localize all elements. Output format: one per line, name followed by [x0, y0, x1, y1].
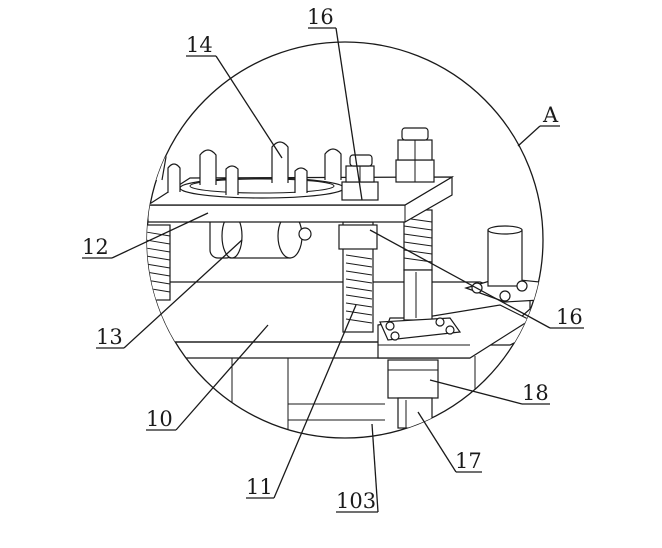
- top-nut-stack: [341, 154, 379, 201]
- label-13: 13: [96, 325, 123, 349]
- label-12: 12: [82, 235, 109, 259]
- label-18: 18: [522, 381, 549, 405]
- label-11: 11: [246, 475, 273, 499]
- label-16-right: 16: [556, 305, 583, 329]
- label-103: 103: [336, 489, 376, 513]
- center-threaded-rod: [338, 221, 378, 333]
- label-A: A: [542, 103, 559, 127]
- right-threaded-rod: [379, 209, 462, 341]
- claw-ring: [149, 141, 345, 199]
- right-nut-stack: [395, 127, 435, 183]
- left-threaded-rod: [147, 224, 171, 301]
- label-17: 17: [455, 449, 482, 473]
- label-16-top: 16: [307, 5, 334, 29]
- bottom-screw-housing: [387, 359, 439, 429]
- label-14: 14: [186, 33, 213, 57]
- label-10: 10: [146, 407, 173, 431]
- leader-lines: [82, 27, 584, 513]
- right-cylinder-post: [464, 225, 541, 303]
